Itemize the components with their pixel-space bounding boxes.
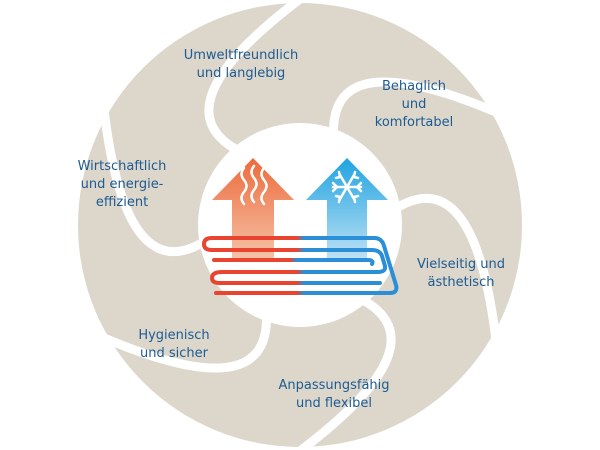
segment-label: Umweltfreundlich und langlebig (183, 48, 299, 81)
segment-separator (99, 111, 206, 257)
segment-separators (99, 0, 501, 450)
floor-heating-pipe-icon (201, 236, 399, 295)
segment-separator (394, 193, 501, 339)
heat-arrow-icon (212, 158, 294, 260)
segment-separator (204, 0, 303, 154)
segment-label: Wirtschaftlich und energie- effizient (77, 159, 167, 210)
segment-label: Hygienisch und sicher (138, 328, 210, 361)
segment-label: Vielseitig und ästhetisch (416, 257, 506, 290)
segment-separator (297, 296, 396, 450)
segment-label: Anpassungsfähig und flexibel (278, 378, 390, 411)
segment-separator (329, 77, 498, 133)
inner-circle (198, 123, 402, 327)
cold-arrow-icon (306, 158, 388, 260)
segment-separator (102, 317, 271, 373)
segment-label: Behaglich und komfortabel (374, 79, 454, 130)
